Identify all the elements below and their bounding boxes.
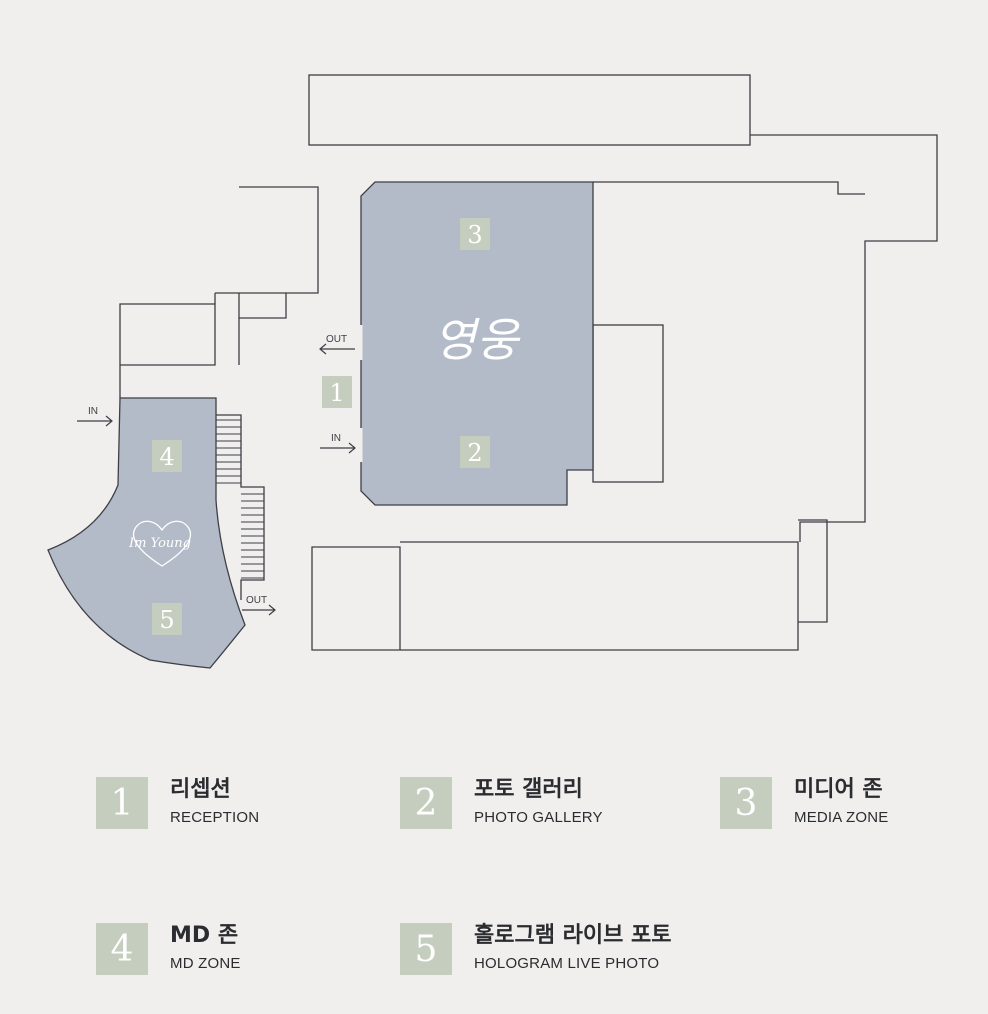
top-room bbox=[308, 74, 751, 146]
badge-1: 1 bbox=[322, 376, 352, 408]
entrance-arrow-main: IN bbox=[320, 433, 356, 454]
main-exhibition-zone bbox=[360, 181, 594, 506]
right-wall-step bbox=[593, 181, 865, 195]
legend-label-english: HOLOGRAM LIVE PHOTO bbox=[474, 955, 660, 972]
svg-text:IN: IN bbox=[331, 433, 341, 444]
side-room bbox=[592, 324, 664, 483]
stair-outline bbox=[216, 414, 265, 600]
legend-item-reception: 1 리셉션 RECEPTION bbox=[96, 777, 259, 829]
legend-badge-3: 3 bbox=[720, 777, 772, 829]
svg-text:2: 2 bbox=[467, 439, 482, 467]
svg-text:3: 3 bbox=[467, 221, 482, 249]
legend-item-photo-gallery: 2 포토 갤러리 PHOTO GALLERY bbox=[400, 777, 603, 829]
legend-label-english: MEDIA ZONE bbox=[794, 809, 889, 826]
right-corridor bbox=[750, 134, 938, 542]
badge-5: 5 bbox=[152, 603, 182, 635]
legend-item-md-zone: 4 MD 존 MD ZONE bbox=[96, 923, 241, 975]
bottom-room-right bbox=[798, 519, 828, 623]
legend-label-korean: 포토 갤러리 bbox=[474, 777, 583, 802]
legend-item-media-zone: 3 미디어 존 MEDIA ZONE bbox=[720, 777, 889, 829]
stairs bbox=[216, 419, 264, 579]
bottom-room-main bbox=[400, 541, 799, 651]
svg-text:OUT: OUT bbox=[246, 595, 267, 606]
legend-badge-1: 1 bbox=[96, 777, 148, 829]
heart-signature: Im Young bbox=[128, 520, 192, 567]
badge-2: 2 bbox=[460, 436, 490, 468]
legend-label-english: MD ZONE bbox=[170, 955, 241, 972]
svg-text:IN: IN bbox=[88, 406, 98, 417]
legend-badge-2: 2 bbox=[400, 777, 452, 829]
svg-text:4: 4 bbox=[159, 443, 174, 471]
svg-text:1: 1 bbox=[329, 379, 344, 407]
exit-arrow-stairs: OUT bbox=[242, 595, 276, 616]
legend-item-hologram-live-photo: 5 홀로그램 라이브 포토 HOLOGRAM LIVE PHOTO bbox=[400, 923, 671, 975]
left-mid-block bbox=[119, 303, 216, 366]
svg-text:5: 5 bbox=[159, 606, 174, 634]
legend-badge-5: 5 bbox=[400, 923, 452, 975]
floor-plan-map: 영웅 Im Young 3 1 2 4 5 IN OUT IN OUT bbox=[47, 74, 938, 669]
left-block-step bbox=[214, 292, 286, 318]
legend-label-english: PHOTO GALLERY bbox=[474, 809, 603, 826]
badge-4: 4 bbox=[152, 440, 182, 472]
legend-badge-4: 4 bbox=[96, 923, 148, 975]
bottom-room-left bbox=[311, 546, 401, 651]
entrance-arrow-left: IN bbox=[77, 406, 113, 427]
badge-3: 3 bbox=[460, 218, 490, 250]
signature-text: Im Young bbox=[128, 536, 191, 551]
svg-text:OUT: OUT bbox=[326, 334, 347, 345]
legend-label-korean: MD 존 bbox=[170, 923, 239, 948]
legend-label-korean: 리셉션 bbox=[170, 777, 231, 802]
legend-label-english: RECEPTION bbox=[170, 809, 260, 826]
legend-label-korean: 홀로그램 라이브 포토 bbox=[474, 923, 672, 948]
heart-icon bbox=[132, 520, 192, 567]
left-upper-block bbox=[238, 186, 319, 365]
exit-arrow-main: OUT bbox=[319, 334, 355, 355]
zone-logo: 영웅 bbox=[434, 313, 521, 367]
legend-label-korean: 미디어 존 bbox=[794, 777, 883, 802]
md-hologram-zone bbox=[47, 397, 246, 669]
